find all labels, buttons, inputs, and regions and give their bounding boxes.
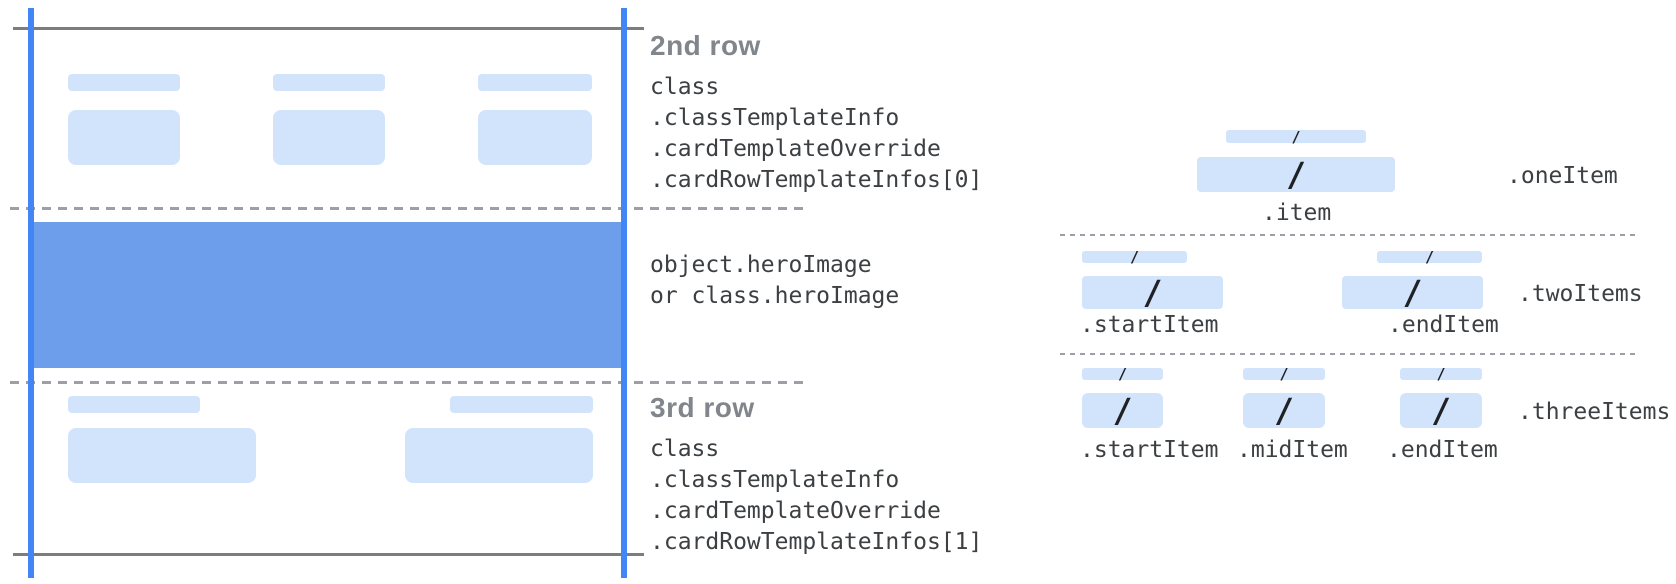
field-label-placeholder: [68, 396, 200, 413]
item-value-bar: /: [1342, 276, 1483, 309]
row2-code-line: class: [650, 74, 720, 100]
row3-code-line: .cardRowTemplateInfos[1]: [650, 529, 983, 555]
item-label-bar: /: [1243, 367, 1325, 382]
field-label-placeholder: [478, 74, 592, 91]
row2-code-line: .classTemplateInfo: [650, 105, 900, 131]
layout-divider-dashed-2: [1060, 353, 1640, 355]
margin-guide-right-line: [621, 8, 627, 578]
hero-code-line: or class.heroImage: [650, 283, 900, 309]
field-label-placeholder: [450, 396, 593, 413]
layout-name-label: .threeItems: [1518, 399, 1671, 425]
card-top-edge-line: [13, 27, 644, 30]
item-label-bar: /: [1082, 250, 1187, 265]
field-value-placeholder: [478, 110, 592, 165]
hero-code-line: object.heroImage: [650, 252, 872, 278]
item-label-bar: /: [1082, 367, 1163, 382]
item-value-bar: /: [1400, 393, 1482, 428]
item-value-bar: /: [1082, 276, 1223, 309]
hero-image-band: [34, 222, 621, 368]
row2-code-line: .cardRowTemplateInfos[0]: [650, 167, 983, 193]
card-bottom-edge-line: [13, 553, 644, 556]
item-path-label: .endItem: [1388, 312, 1499, 338]
row-divider-dashed-bottom: [10, 381, 805, 384]
item-label-bar: /: [1226, 129, 1366, 144]
layout-name-label: .twoItems: [1518, 281, 1643, 307]
row3-code-line: class: [650, 436, 720, 462]
row3-heading: 3rd row: [650, 392, 755, 423]
item-label-bar: /: [1400, 367, 1482, 382]
item-path-label: .midItem: [1237, 437, 1348, 463]
item-path-label: .endItem: [1387, 437, 1498, 463]
layout-name-label: .oneItem: [1507, 163, 1618, 189]
item-path-label: .startItem: [1080, 437, 1219, 463]
row-divider-dashed-top: [10, 207, 805, 210]
item-label-bar: /: [1377, 250, 1482, 265]
item-path-label: .startItem: [1080, 312, 1219, 338]
field-label-placeholder: [273, 74, 385, 91]
field-label-placeholder: [68, 74, 180, 91]
row3-code-line: .classTemplateInfo: [650, 467, 900, 493]
item-value-bar: /: [1197, 157, 1395, 192]
row2-code-line: .cardTemplateOverride: [650, 136, 941, 162]
layout-divider-dashed-1: [1060, 234, 1640, 236]
item-path-label: .item: [1262, 200, 1332, 226]
item-value-bar: /: [1082, 393, 1163, 428]
margin-guide-left-line: [28, 8, 34, 578]
field-value-placeholder: [273, 110, 385, 165]
item-value-bar: /: [1243, 393, 1325, 428]
row2-heading: 2nd row: [650, 30, 761, 61]
field-value-placeholder: [405, 428, 593, 483]
field-value-placeholder: [68, 110, 180, 165]
field-value-placeholder: [68, 428, 256, 483]
row3-code-line: .cardTemplateOverride: [650, 498, 941, 524]
